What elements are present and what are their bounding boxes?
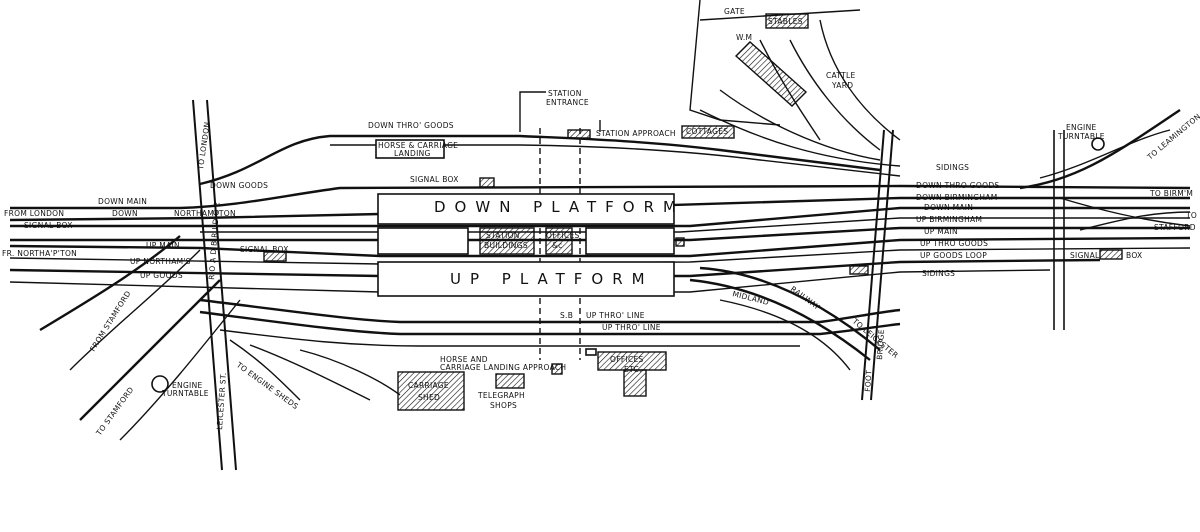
label-up-thro-line-2: UP THRO' LINE <box>602 323 661 332</box>
label-engine-turntable-left-2: TURNTABLE <box>161 389 209 398</box>
signal-box-left <box>263 251 287 262</box>
label-station-buildings-2: BUILDINGS <box>484 241 528 250</box>
label-down-thro-goods-right: DOWN THRO GOODS <box>916 181 999 190</box>
label-gate: GATE <box>724 7 745 16</box>
label-up-thro-goods: UP THRO GOODS <box>920 239 988 248</box>
label-to-london: TO LONDON <box>196 121 212 171</box>
label-signal-box-right: SIGNAL <box>1070 251 1100 260</box>
label-offices-etc-1: OFFICES <box>610 355 644 364</box>
label-sidings-bottom: SIDINGS <box>922 269 955 278</box>
engine-turntable-left <box>151 375 169 393</box>
label-horse-carriage-approach-2: CARRIAGE LANDING APPROACH <box>440 363 566 372</box>
station-approach-road <box>519 0 861 132</box>
cottages <box>681 125 735 139</box>
station-footbridge <box>539 128 581 360</box>
label-up-main-right: UP MAIN <box>924 227 958 236</box>
label-up-thro-line-1: UP THRO' LINE <box>586 311 645 320</box>
down-platform <box>377 193 675 225</box>
station-office-top <box>567 129 591 139</box>
label-horse-carriage-1: HORSE & CARRIAGE <box>378 141 458 150</box>
label-horse-carriage-approach-1: HORSE AND <box>440 355 488 364</box>
label-to-stafford-right-1: TO <box>1185 211 1197 220</box>
label-engine-turntable-right-1: ENGINE <box>1066 123 1097 132</box>
island-left <box>377 227 469 255</box>
label-down-birmingham: DOWN BIRMINGHAM <box>916 193 998 202</box>
leicester-street-bridge <box>192 99 237 471</box>
label-northampton: NORTHAMPTON <box>174 209 236 218</box>
signal-box-top <box>479 177 495 188</box>
label-signal-box-mid: SIGNAL BOX <box>240 245 289 254</box>
label-cattle: CATTLE <box>826 71 856 80</box>
label-horse-carriage-2: LANDING <box>394 149 431 158</box>
offices-mid <box>545 227 573 255</box>
label-down: DOWN <box>112 209 138 218</box>
track-lines <box>9 19 1191 441</box>
small-building <box>551 363 563 375</box>
label-signal-box-top: SIGNAL BOX <box>410 175 459 184</box>
label-down-main-left: DOWN MAIN <box>98 197 147 206</box>
telegraph-shops <box>495 373 525 389</box>
label-to-engine-sheds: TO ENGINE SHEDS <box>234 360 300 411</box>
label-from-london: FROM LONDON <box>4 209 64 218</box>
label-up-main-left: UP MAIN <box>146 241 180 250</box>
label-box-right: BOX <box>1126 251 1142 260</box>
label-stables: STABLES <box>768 17 803 26</box>
label-carriage-shed-2: SHED <box>418 393 440 402</box>
station-buildings <box>479 227 535 255</box>
label-from-stamford: FROM STAMFORD <box>88 289 133 353</box>
label-telegraph-shops-2: SHOPS <box>490 401 517 410</box>
up-platform <box>377 261 675 297</box>
label-up-platform: UP PLATFORM <box>450 270 654 288</box>
label-down-platform: DOWN PLATFORM <box>434 198 685 216</box>
label-foot-bridge-2: BRIDGE <box>875 329 886 360</box>
label-railway: RAILWAY <box>789 284 822 311</box>
label-fr-northampton: FR. NORTHA'P'TON <box>2 249 77 258</box>
label-foot-bridge-1: FOOT <box>863 370 874 393</box>
label-yard: YARD <box>831 81 853 90</box>
label-offices-mid-1: OFFICES <box>546 231 580 240</box>
offices-etc-wing <box>623 369 647 397</box>
signal-box-mid-right <box>849 265 869 275</box>
horse-carriage-landing <box>375 139 445 159</box>
label-station-entrance-1: STATION <box>548 89 582 98</box>
label-down-main-right: DOWN MAIN <box>924 203 973 212</box>
label-wm: W.M <box>736 33 752 42</box>
sb-box <box>585 348 597 356</box>
label-station-approach: STATION APPROACH <box>596 129 676 138</box>
label-station-entrance-2: ENTRANCE <box>546 98 589 107</box>
carriage-shed <box>397 371 465 411</box>
label-up-birmingham: UP BIRMINGHAM <box>916 215 982 224</box>
label-to-birmingham: TO BIRM'M <box>1149 189 1193 198</box>
signal-box-platform <box>675 237 685 247</box>
label-leicester-st: LEICESTER ST. <box>215 372 228 430</box>
engine-turntable-right <box>1091 137 1105 151</box>
label-engine-turntable-right-2: TURNTABLE <box>1057 132 1105 141</box>
label-up-goods: UP GOODS <box>140 271 183 280</box>
label-signal-box-left: SIGNAL BOX <box>24 221 73 230</box>
label-up-northamptons: UP NORTHAM'S <box>130 257 191 266</box>
label-cottages: COTTAGES <box>686 127 728 136</box>
right-bridge <box>1053 130 1065 330</box>
label-carriage-shed-1: CARRIAGE <box>408 381 449 390</box>
label-up-goods-loop: UP GOODS LOOP <box>920 251 987 260</box>
label-sb: S.B <box>560 311 573 320</box>
label-offices-etc-2: ETC. <box>624 365 642 374</box>
label-offices-mid-2: &c <box>552 241 563 250</box>
label-telegraph-shops-1: TELEGRAPH <box>477 391 525 400</box>
cattle-shed <box>734 41 808 107</box>
label-engine-turntable-left-1: ENGINE <box>172 381 203 390</box>
label-to-leamington: TO LEAMINGTON <box>1145 112 1200 162</box>
island-right <box>585 227 675 255</box>
label-down-thro-goods-top: DOWN THRO' GOODS <box>368 121 454 130</box>
label-station-buildings-1: STATION <box>486 231 520 240</box>
stables <box>765 13 809 29</box>
signal-box-right <box>1099 249 1123 260</box>
foot-bridge <box>861 129 894 401</box>
label-to-stafford-right-2: STAFFORD <box>1154 223 1196 232</box>
label-sidings-top: SIDINGS <box>936 163 969 172</box>
label-down-goods: DOWN GOODS <box>210 181 268 190</box>
